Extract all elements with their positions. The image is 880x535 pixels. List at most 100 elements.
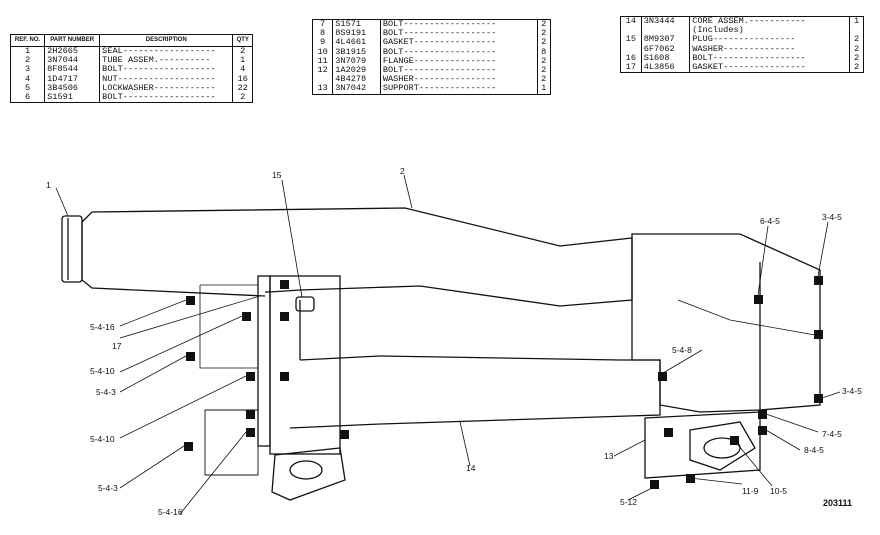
part-number: 4L3856 [641, 63, 691, 73]
description: BOLT------------------ [380, 19, 538, 30]
callout-1: 1 [46, 180, 51, 190]
quantity: 1 [541, 83, 547, 94]
part-number: 3N7042 [332, 84, 381, 95]
header-ref-no: REF. NO. [10, 34, 46, 47]
ref-no: 5 [10, 83, 46, 94]
ref-no: 12 [312, 65, 334, 76]
quantity: 2 [541, 28, 547, 39]
description: BOLT------------------ [380, 28, 538, 39]
callout-7-4-5: 7-4-5 [822, 429, 842, 439]
description: GASKET---------------- [380, 38, 538, 48]
description: NUT------------------- [99, 74, 234, 84]
ref-no: 15 [620, 35, 642, 45]
ref-no: 13 [312, 84, 334, 95]
quantity: 2 [854, 43, 860, 54]
quantity: 2 [854, 34, 860, 45]
callout-5-4-10: 5-4-10 [90, 434, 115, 444]
seal-ring [61, 215, 83, 283]
right-flange [689, 421, 756, 471]
callout-8-4-5: 8-4-5 [804, 445, 824, 455]
callout-13: 13 [604, 451, 614, 461]
description: PLUG---------------- [689, 35, 851, 45]
part-number: 6F7062 [641, 44, 691, 54]
callout-11-9: 11-9 [742, 486, 759, 496]
callout-5-4-16: 5-4-16 [158, 507, 183, 517]
callout-5-4-16: 5-4-16 [90, 322, 115, 332]
description: WASHER-------------- [689, 44, 851, 54]
part-number: 8M9307 [641, 35, 691, 45]
part-number: 8S9191 [332, 28, 381, 39]
description: WASHER---------------- [380, 75, 538, 85]
table-row: 6F7062 WASHER--------------2 [620, 43, 864, 54]
quantity: 2 [541, 65, 547, 76]
ref-no: 6 [10, 93, 46, 103]
quantity: 1 [240, 55, 246, 66]
callout-3-4-5: 3-4-5 [822, 212, 842, 222]
ref-no: 4 [10, 74, 46, 84]
part-number: 2H2665 [44, 46, 101, 57]
description: BOLT------------------ [380, 47, 538, 57]
description: BOLT------------------ [689, 53, 851, 64]
callout-14: 14 [466, 463, 476, 473]
core-assembly-outline [289, 355, 661, 429]
ref-no: 3 [10, 65, 46, 75]
part-number: S1571 [332, 19, 381, 30]
callout-15: 15 [272, 170, 282, 180]
quantity: 2 [541, 19, 547, 29]
ref-no [620, 26, 642, 36]
part-number: S1591 [44, 93, 101, 103]
description: BOLT------------------ [380, 65, 538, 76]
part-number: 3N7044 [44, 55, 101, 66]
callout-5-4-3: 5-4-3 [96, 387, 116, 397]
quantity: 2 [541, 37, 547, 48]
left-bracket [269, 275, 341, 455]
quantity: 1 [854, 16, 860, 26]
quantity: 2 [541, 55, 547, 66]
table-row: (Includes) [620, 25, 864, 36]
part-number: 1A2029 [332, 65, 381, 76]
description: TUBE ASSEM.---------- [99, 55, 234, 66]
callout-5-4-3: 5-4-3 [98, 483, 118, 493]
ref-no: 11 [312, 56, 334, 67]
quantity: 4 [240, 64, 246, 75]
bottom-left-flange [271, 447, 346, 501]
quantity: 2 [240, 46, 246, 56]
callout-10-5: 10-5 [770, 486, 787, 496]
ref-no: 14 [620, 16, 642, 27]
part-number: 3B1915 [332, 47, 381, 57]
quantity: 2 [854, 62, 860, 73]
part-number: 3B4506 [44, 83, 101, 94]
quantity: 16 [237, 73, 248, 84]
ref-no [620, 44, 642, 54]
figure-number: 203111 [823, 498, 853, 508]
part-number [641, 26, 691, 36]
support-bracket [644, 411, 761, 479]
header-qty: QTY [232, 34, 253, 47]
description: GASKET---------------- [689, 63, 851, 73]
part-number: 3N3444 [641, 16, 691, 27]
description: SUPPORT--------------- [380, 84, 538, 95]
ref-no: 17 [620, 63, 642, 73]
part-number: 4L4661 [332, 38, 381, 48]
callout-3-4-5: 3-4-5 [842, 386, 862, 396]
part-number: S1608 [641, 53, 691, 64]
part-number: 1D4717 [44, 74, 101, 84]
